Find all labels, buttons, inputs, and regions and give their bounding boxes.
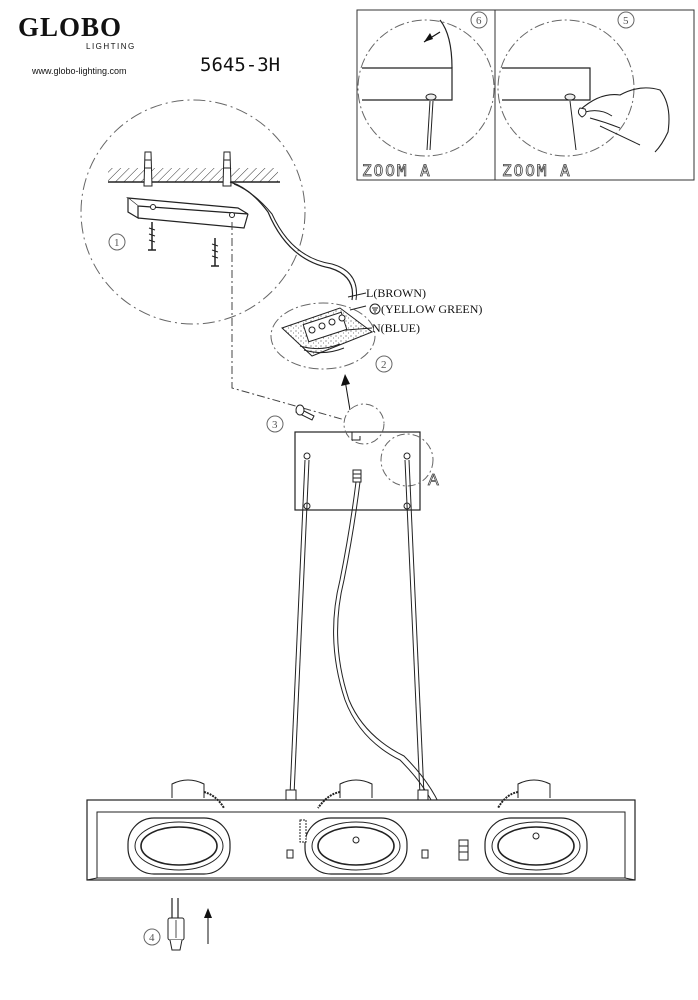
- brand-logo: GLOBO LIGHTING: [18, 12, 158, 52]
- step-1-label: 1: [114, 237, 120, 249]
- wire-brown-label: L(BROWN): [366, 286, 426, 300]
- step-6-label: 6: [476, 15, 482, 27]
- zoom-a-right-label: ZOOM A: [502, 161, 572, 180]
- wire-earth-label: (YELLOW GREEN): [381, 302, 482, 316]
- step-2-terminal-detail: [270, 292, 381, 370]
- ceiling-canopy: [294, 403, 434, 511]
- zoom-a-left-label: ZOOM A: [362, 161, 432, 180]
- step-5-label: 5: [623, 15, 629, 27]
- luminaire-body: [86, 779, 636, 881]
- step-3-label: 3: [272, 419, 278, 431]
- wire-blue-label: N(BLUE): [372, 321, 420, 335]
- model-number: 5645-3H: [200, 54, 281, 76]
- step-2-label: 2: [381, 359, 387, 371]
- brand-sub: LIGHTING: [86, 42, 136, 51]
- detail-a-marker: A: [428, 472, 439, 489]
- step-1-bracket-detail: [80, 99, 357, 325]
- brand-name: GLOBO: [18, 12, 123, 42]
- step-4-bulb: [167, 898, 212, 951]
- step-3-screw: [295, 404, 315, 421]
- zoom-a-panel: [356, 9, 695, 181]
- step-4-label: 4: [149, 932, 155, 944]
- suspension-cables: [285, 459, 467, 849]
- brand-url: www.globo-lighting.com: [32, 66, 127, 76]
